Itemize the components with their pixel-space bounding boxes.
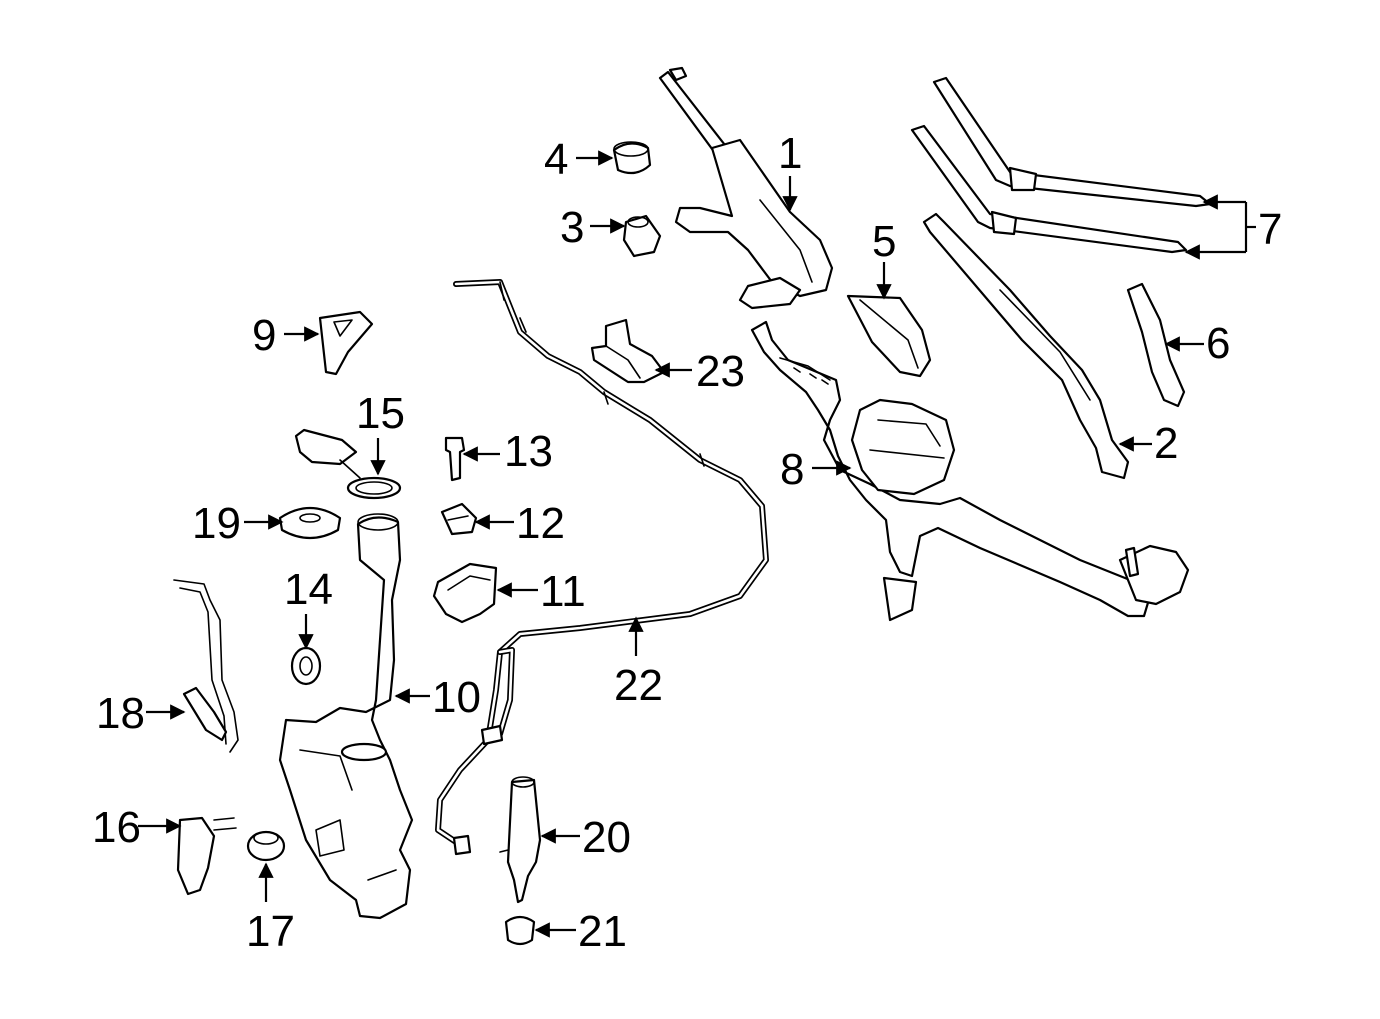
- callout-7: 7: [1258, 205, 1282, 254]
- part-8-wiper-motor-linkage: [750, 320, 1190, 622]
- part-5-cover: [846, 294, 932, 378]
- callout-18: 18: [96, 689, 145, 738]
- callout-11: 11: [540, 567, 586, 616]
- part-3-nut: [622, 214, 662, 258]
- callout-labels: 1 2 3 4 5 6 7 8 9 10 11 12 13 14 15 16 1…: [92, 129, 1282, 956]
- callout-19: 19: [192, 499, 241, 548]
- callout-4: 4: [544, 135, 568, 184]
- callout-22: 22: [614, 661, 663, 710]
- part-19-cap: [278, 507, 342, 540]
- part-7-wiper-blades: [910, 76, 1212, 254]
- callout-9: 9: [252, 311, 276, 360]
- callout-20: 20: [582, 813, 631, 862]
- part-22-washer-hose: [435, 279, 769, 856]
- part-23-bracket: [590, 318, 666, 384]
- part-13-bolt: [444, 436, 466, 482]
- callout-12: 12: [516, 499, 565, 548]
- part-12-clip-nut: [440, 502, 478, 536]
- part-18-sensor-bracket: [173, 579, 239, 753]
- callout-23: 23: [696, 347, 745, 396]
- callout-10: 10: [432, 673, 481, 722]
- callout-2: 2: [1154, 419, 1178, 468]
- callout-14: 14: [284, 565, 333, 614]
- leader-lines: [138, 150, 1256, 938]
- part-11-bracket: [432, 562, 498, 624]
- callout-13: 13: [504, 427, 553, 476]
- callout-6: 6: [1206, 319, 1230, 368]
- part-6-arm-cover: [1126, 282, 1186, 408]
- callout-1: 1: [778, 129, 802, 178]
- callout-3: 3: [560, 203, 584, 252]
- part-15-cap-seal: [294, 428, 402, 500]
- part-4-cap: [612, 141, 652, 175]
- part-9-clip: [318, 310, 374, 376]
- callout-15: 15: [356, 389, 405, 438]
- part-16-sensor: [176, 816, 237, 896]
- callout-8: 8: [780, 445, 804, 494]
- callout-16: 16: [92, 803, 141, 852]
- callout-5: 5: [872, 217, 896, 266]
- part-21-grommet: [504, 915, 536, 946]
- part-10-washer-reservoir: [278, 513, 414, 920]
- part-14-grommet: [290, 646, 322, 686]
- callout-17: 17: [246, 907, 295, 956]
- part-20-washer-pump: [499, 776, 542, 904]
- part-1-wiper-arm: [658, 66, 834, 310]
- part-17-plug: [246, 830, 286, 862]
- part-2-wiper-arm: [922, 212, 1130, 480]
- callout-21: 21: [578, 907, 627, 956]
